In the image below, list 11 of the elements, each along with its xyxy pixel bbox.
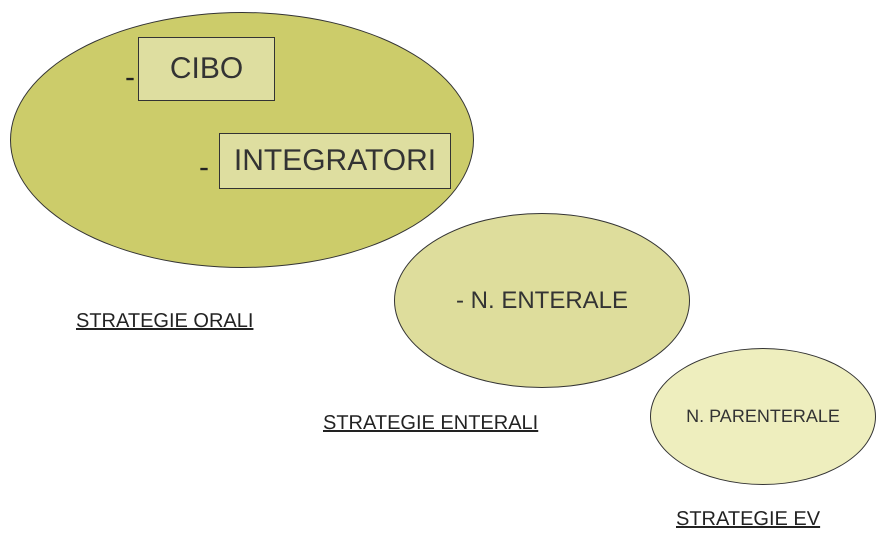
node-label: STRATEGIE EV xyxy=(676,508,820,531)
node-label: INTEGRATORI xyxy=(234,144,436,178)
node-label: N. PARENTERALE xyxy=(686,406,840,427)
node-label: CIBO xyxy=(170,52,244,86)
bullet-dash: - xyxy=(199,151,209,185)
node-label: - N. ENTERALE xyxy=(456,286,628,314)
bullet-dash: - xyxy=(125,61,135,95)
text-box xyxy=(219,133,451,189)
node-label: STRATEGIE ORALI xyxy=(76,310,254,333)
text-box xyxy=(138,37,275,101)
node-label: STRATEGIE ENTERALI xyxy=(323,412,538,435)
